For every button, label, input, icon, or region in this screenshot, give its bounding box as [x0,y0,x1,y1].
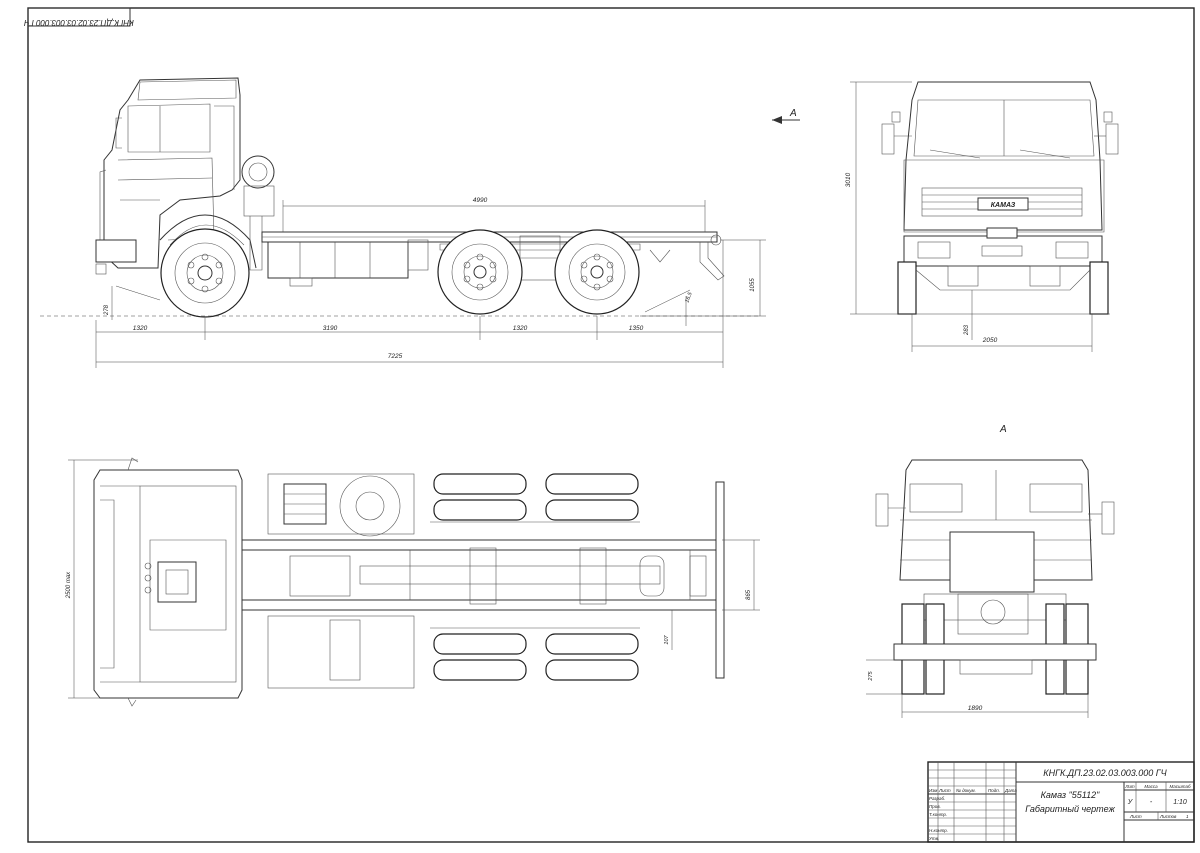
top-spare-wheel [339,475,401,537]
dim-frame-length: 4990 [473,197,488,204]
front-bumper [903,235,1103,267]
rear-window-right [1029,483,1083,513]
title-block: Изм Лист № докум. Подп. Дата Разраб. Про… [927,761,1195,843]
dim-rear-overhang: 1350 [629,325,644,332]
top-view: 2500 max 865 107 [66,457,760,707]
rear-view: А 1890 275 [866,424,1115,718]
top-hatch [157,561,197,603]
tb-sheets-value: 1 [1186,814,1189,819]
side-cab-window [127,103,211,153]
dim-tandem: 1320 [513,325,528,332]
dim-front-overhang: 1320 [133,325,148,332]
dim-frame-height: 1055 [750,278,756,292]
top-rear-bar [715,481,725,679]
front-left-tire [897,261,917,315]
tb-name-line2: Габаритный чертеж [1025,804,1115,814]
tb-document-code: КНГК.ДП.23.02.03.003.000 ГЧ [1043,768,1167,778]
front-logo-box [977,197,1029,211]
tb-name-line1: Камаз "55112" [1041,790,1101,800]
front-logo: КАМАЗ [991,202,1016,209]
tb-col-lit: Лит [1124,784,1135,789]
tb-role-dev: Разраб. [929,796,945,801]
tb-role-approve: Утв. [929,836,939,841]
top-frame-rail-upper [241,539,723,551]
side-view: 4990 1320 3190 1320 1350 7225 278 1055 1… [40,77,800,368]
top-cab-outline [93,469,243,699]
top-tire-1 [433,473,527,495]
tb-val-scale: 1:10 [1173,799,1187,806]
tb-val-lit: У [1127,799,1134,806]
rear-dim-track: 1890 [968,705,983,712]
rear-wheel-1 [437,229,523,315]
front-dim-clearance: 283 [964,324,970,336]
top-dim-width: 2500 max [66,571,72,599]
rear-gearbox [949,531,1035,593]
top-driveshaft [359,565,661,585]
top-frame-rail-lower [241,599,723,611]
fuel-tank [267,241,409,279]
dim-ground-clearance: 278 [104,304,110,316]
tb-col-sign: Подп. [988,788,1000,793]
tb-col-scale: Масштаб [1169,784,1190,789]
front-dim-height: 3010 [845,172,852,187]
left-mirror [881,123,895,155]
air-filter [241,155,275,189]
tb-role-check: Пров. [929,804,941,809]
tb-col-mass: Масса [1144,784,1158,789]
top-tire-4 [545,633,639,655]
tb-col-izm: Изм [929,788,937,793]
tb-col-date: Дата [1004,788,1017,793]
dim-base: 3190 [323,325,338,332]
front-view: КАМАЗ 3010 2050 283 [845,81,1119,352]
front-windshield [913,99,1095,157]
rear-dim-low: 275 [868,670,874,681]
tb-sheet-label: Лист [1129,814,1142,819]
tb-col-list: Лист [938,788,951,793]
dim-total-length: 7225 [388,353,403,360]
rear-cab-outline [899,459,1093,581]
top-tire-3 [433,633,527,655]
top-dim-small: 107 [664,634,670,644]
drawing-frame [27,7,1195,843]
view-marker-a-side: А [789,108,797,119]
top-tire-2 [545,473,639,495]
side-cab-outline [103,77,241,269]
rear-window-left [909,483,963,513]
tb-val-mass: - [1150,799,1153,806]
tb-sheets-label: Листов [1159,814,1177,819]
view-marker-a-rear: А [999,424,1007,435]
dim-rear-angle: 16,5 [684,291,694,304]
top-dim-frame-width: 865 [746,589,752,600]
right-mirror [1105,123,1119,155]
front-right-tire [1089,261,1109,315]
top-stamp-text: КНГК.ДП.23.02.03.003.000 ГЧ [24,18,134,27]
rear-wheel-2 [554,229,640,315]
tb-col-doc: № докум. [956,788,976,793]
tb-role-ncontrol: Н.контр. [929,828,948,833]
top-stamp-box [27,7,131,27]
front-dim-track: 2050 [982,337,998,344]
rear-bumper [893,643,1097,661]
front-wheel [160,228,250,318]
tb-role-tcontrol: Т.контр. [929,812,947,817]
